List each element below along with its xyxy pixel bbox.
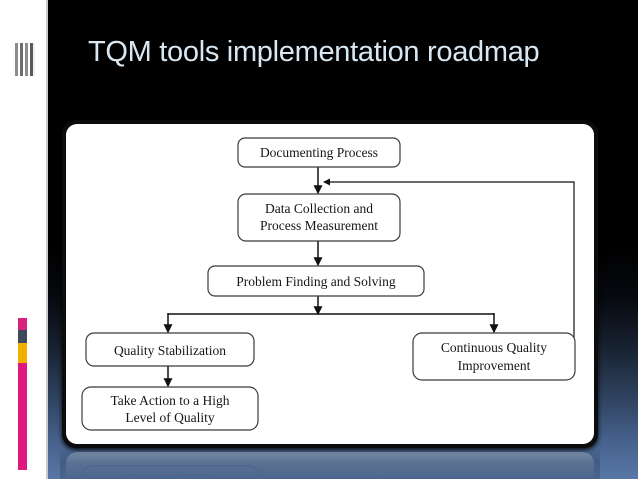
flowchart-panel: Documenting Process Data Collection and …: [66, 124, 594, 444]
page-title: TQM tools implementation roadmap: [88, 36, 540, 68]
node-problem-finding-and-solving[interactable]: Problem Finding and Solving: [207, 265, 425, 297]
color-segment-gold: [18, 343, 27, 363]
node-documenting-process[interactable]: Documenting Process: [237, 137, 401, 168]
color-segment-slate: [18, 330, 27, 343]
node-continuous-quality-improvement[interactable]: Continuous Quality Improvement: [412, 332, 576, 381]
node-label-line2: Level of Quality: [125, 410, 214, 425]
node-label-line2: Improvement: [458, 358, 531, 373]
node-label-line1: Take Action to a High: [110, 393, 229, 408]
node-label: Problem Finding and Solving: [236, 274, 396, 289]
edge-feedback-loop: [323, 178, 575, 362]
reflection-fade-overlay: [60, 450, 600, 479]
node-take-action-high-quality[interactable]: Take Action to a High Level of Quality: [81, 386, 259, 431]
left-strip-divider: [46, 0, 48, 479]
color-segment-magenta-top: [18, 318, 27, 330]
node-label-line1: Data Collection and: [265, 201, 373, 216]
vertical-bars-icon: [15, 43, 35, 76]
color-segment-magenta-long: [18, 363, 27, 470]
node-label: Documenting Process: [260, 145, 378, 160]
color-accent-bar: [18, 318, 27, 470]
flowchart-diagram: Documenting Process Data Collection and …: [81, 137, 576, 431]
node-label-line1: Continuous Quality: [441, 340, 547, 355]
node-quality-stabilization[interactable]: Quality Stabilization: [85, 332, 255, 367]
node-label-line2: Process Measurement: [260, 218, 378, 233]
node-label: Quality Stabilization: [114, 343, 226, 358]
node-data-collection[interactable]: Data Collection and Process Measurement: [237, 193, 401, 242]
